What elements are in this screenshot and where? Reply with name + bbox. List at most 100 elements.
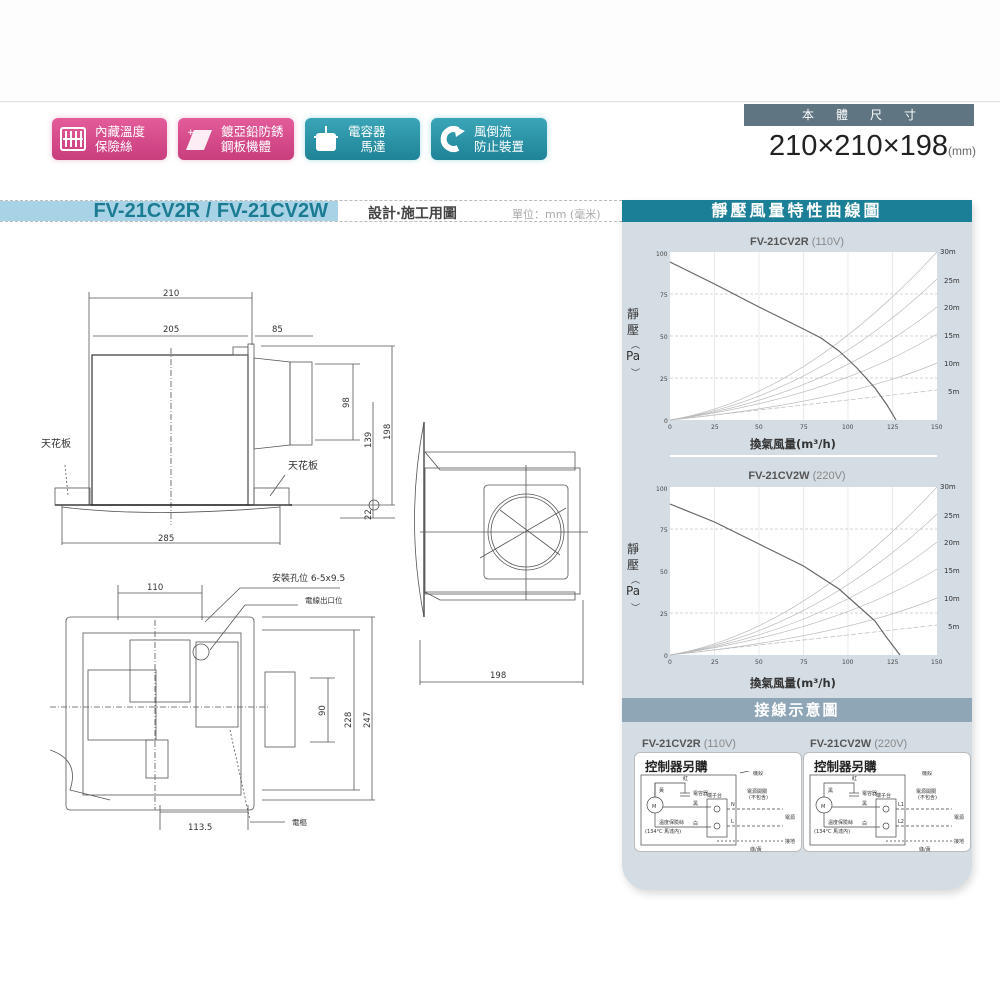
svg-text:75: 75 (800, 424, 808, 431)
svg-text:+: + (187, 128, 195, 138)
dim-285: 285 (158, 534, 174, 544)
svg-text:10m: 10m (944, 360, 960, 368)
dim-22: 22 (364, 509, 374, 520)
svg-text:15m: 15m (944, 567, 960, 575)
svg-text:Pa: Pa (626, 584, 640, 598)
dim-110: 110 (147, 583, 163, 593)
dim-210: 210 (163, 289, 179, 299)
wiring1-diagram: M機殼紅黃電容器端子台電源開關(不包含)黑白NL電源接地溫度保險絲(134°C … (640, 771, 795, 853)
armature-label: 電樞 (292, 817, 307, 827)
design-label: 設計‧施工用圖 (368, 206, 457, 222)
dimensions-unit: (mm) (948, 144, 976, 158)
dimensions-value: 210×210×198(mm) (744, 130, 976, 163)
unit-label: 單位：mm (毫米) (512, 208, 601, 221)
side-view-drawing (54, 292, 395, 545)
dim-205: 205 (163, 325, 179, 335)
steel-plate-icon: + (184, 124, 214, 154)
svg-text:50: 50 (755, 424, 763, 431)
svg-text:L: L (731, 819, 734, 825)
svg-text:25: 25 (660, 376, 668, 383)
feature-line2: 保險絲 (95, 139, 133, 154)
svg-text:端子台: 端子台 (707, 792, 722, 799)
ceiling-label-left: 天花板 (41, 437, 71, 450)
svg-text:(不包含): (不包含) (749, 794, 768, 801)
svg-text:黑: 黑 (862, 801, 867, 807)
svg-text:綠/黃: 綠/黃 (919, 846, 931, 853)
bottom-view-drawing (49, 585, 375, 830)
svg-text:溫度保險絲: 溫度保險絲 (659, 819, 684, 826)
feature-line1: 鍍亞鉛防銹 (221, 124, 284, 139)
svg-text:電容器: 電容器 (693, 790, 708, 797)
controller-note: 控制器另購 (645, 759, 708, 774)
fuse-icon (58, 124, 88, 154)
svg-text:機殼: 機殼 (753, 771, 763, 777)
svg-text:M: M (652, 804, 656, 810)
svg-text:端子台: 端子台 (876, 792, 891, 799)
cable-exit-label: 電線出口位 (305, 595, 343, 605)
svg-text:Pa: Pa (626, 349, 640, 363)
svg-text:接地: 接地 (785, 838, 795, 845)
svg-text:壓: 壓 (627, 558, 639, 572)
wiring1-model: FV-21CV2R (110V) (642, 738, 736, 750)
svg-text:75: 75 (660, 527, 668, 534)
wiring-section-heading: 接線示意圖 (622, 698, 972, 722)
svg-text:黃: 黃 (659, 787, 664, 794)
mounting-hole-label: 安裝孔位 6-5x9.5 (272, 572, 345, 584)
svg-text:15m: 15m (944, 332, 960, 340)
svg-text:紅: 紅 (683, 775, 688, 782)
model-title: FV-21CV2R / FV-21CV2W (0, 201, 338, 221)
svg-text:(不包含): (不包含) (918, 794, 937, 801)
dim-85: 85 (272, 325, 283, 335)
svg-text:接地: 接地 (954, 838, 964, 845)
svg-text:電源開關: 電源開關 (747, 788, 767, 795)
dim-90: 90 (318, 705, 328, 716)
svg-text:電源開關: 電源開關 (916, 788, 936, 795)
svg-text:20m: 20m (944, 539, 960, 547)
svg-text:50: 50 (755, 659, 763, 666)
svg-text:10m: 10m (944, 595, 960, 603)
dimensions-heading: 本體尺寸 (744, 104, 974, 126)
front-view-drawing (414, 421, 588, 685)
svg-text:100: 100 (656, 251, 668, 258)
svg-text:電源: 電源 (785, 814, 795, 821)
svg-text:換氣風量(m³/h): 換氣風量(m³/h) (750, 437, 836, 451)
feature-line1: 風倒流 (474, 124, 512, 139)
svg-text:︵: ︵ (631, 341, 640, 351)
feature-line2: 馬達 (360, 139, 386, 154)
svg-text:壓: 壓 (627, 323, 639, 337)
svg-text:白: 白 (693, 820, 698, 827)
svg-text:100: 100 (656, 486, 668, 493)
ceiling-label-right: 天花板 (288, 459, 318, 472)
svg-text:L2: L2 (898, 819, 904, 825)
svg-text:50: 50 (660, 569, 668, 576)
feature-line1: 內藏溫度 (95, 124, 146, 139)
dim-228: 228 (344, 712, 354, 728)
dim-198-front: 198 (490, 671, 506, 681)
svg-text:25: 25 (711, 424, 719, 431)
feature-badge-motor: 電容器馬達 (305, 118, 420, 160)
svg-text:(134°C 馬達內): (134°C 馬達內) (814, 828, 850, 835)
dim-198-side: 198 (383, 424, 393, 440)
wiring2-model: FV-21CV2W (220V) (810, 738, 908, 750)
svg-text:N: N (731, 802, 735, 808)
svg-text:白: 白 (862, 820, 867, 827)
svg-text:20m: 20m (944, 304, 960, 312)
chart1-title: FV-21CV2R (110V) (750, 236, 844, 248)
dimensions-number: 210×210×198 (768, 130, 949, 162)
dim-113-5: 113.5 (188, 823, 212, 833)
svg-text:機殼: 機殼 (922, 771, 932, 777)
svg-text:紅: 紅 (852, 775, 857, 782)
svg-text:黑: 黑 (828, 788, 833, 794)
svg-text:靜: 靜 (627, 542, 639, 556)
svg-text:50: 50 (660, 334, 668, 341)
feature-badge-fuse: 內藏溫度保險絲 (52, 118, 167, 160)
svg-text:︵: ︵ (631, 576, 640, 586)
top-band (0, 0, 1000, 102)
svg-text:M: M (821, 804, 825, 810)
svg-text:30m: 30m (940, 483, 956, 491)
svg-text:25: 25 (711, 659, 719, 666)
